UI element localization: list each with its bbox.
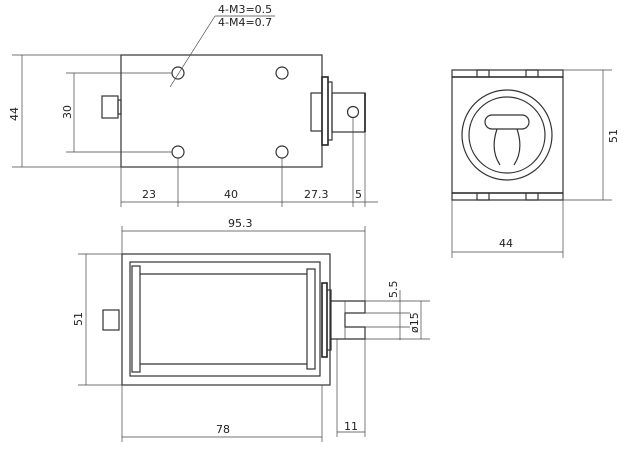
end-view: 51 44: [451, 69, 620, 258]
dim-44-end: 44: [499, 237, 513, 250]
side-view: 95.3 51 78 11 5.5 ø15: [72, 217, 430, 442]
dim-diameter-15: ø15: [408, 312, 421, 333]
dim-40: 40: [224, 188, 238, 201]
dim-95-3: 95.3: [228, 217, 253, 230]
dim-51-end: 51: [607, 129, 620, 143]
dim-27-3: 27.3: [304, 188, 329, 201]
dim-5: 5: [355, 188, 362, 201]
dim-44: 44: [8, 107, 21, 121]
dim-30: 30: [61, 105, 74, 119]
top-view: 4-M3=0.5 4-M4=0.7 44 30 23 40 27.3 5: [8, 3, 378, 207]
callout-m4: 4-M4=0.7: [218, 16, 272, 29]
callout-m3: 4-M3=0.5: [218, 3, 272, 16]
dim-23: 23: [142, 188, 156, 201]
dim-51-side: 51: [72, 312, 85, 326]
dim-5-5: 5.5: [387, 281, 400, 299]
dim-11: 11: [344, 420, 358, 433]
dim-78: 78: [216, 423, 230, 436]
